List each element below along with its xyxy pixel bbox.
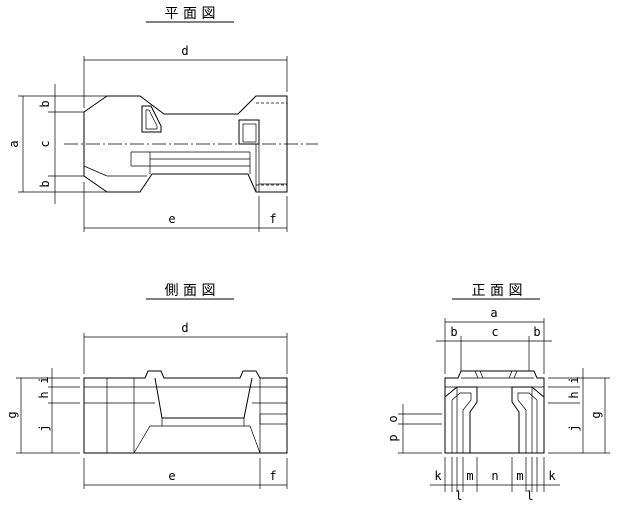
- plan-view: 平 面 図 d: [7, 6, 318, 232]
- plan-dim-b-bottom: b: [38, 180, 52, 187]
- plan-dim-b-top: b: [38, 100, 52, 107]
- front-dim-k-right: k: [548, 469, 556, 483]
- front-dim-n: n: [491, 469, 498, 483]
- front-outline: [444, 370, 545, 454]
- plan-dim-f: f: [269, 212, 276, 226]
- front-dim-h: h: [567, 391, 581, 398]
- front-dim-c: c: [491, 325, 498, 339]
- front-dim-b-right: b: [533, 325, 540, 339]
- front-view-title: 正 面 図: [472, 283, 523, 299]
- front-dim-k-left: k: [434, 469, 442, 483]
- front-dim-a: a: [490, 306, 497, 320]
- plan-dim-a: a: [7, 140, 21, 147]
- side-outline: [83, 370, 288, 454]
- front-dim-l-left: l: [455, 489, 462, 503]
- side-dim-i: i: [37, 376, 51, 383]
- side-dim-h: h: [37, 391, 51, 398]
- side-dim-d: d: [181, 321, 188, 335]
- side-dim-e: e: [168, 469, 175, 483]
- side-dim-f: f: [269, 469, 276, 483]
- plan-dim-d: d: [181, 44, 188, 58]
- front-dim-o: o: [386, 415, 400, 422]
- front-dim-l-right: l: [526, 489, 533, 503]
- front-dim-m-left: m: [466, 469, 473, 483]
- plan-view-title: 平 面 図: [165, 6, 216, 22]
- side-dim-g: g: [5, 411, 19, 418]
- side-view: 側 面 図 d e f g i h j: [5, 283, 288, 489]
- plan-dim-c: c: [38, 140, 52, 147]
- front-view: 正 面 図 a b c b: [386, 283, 610, 503]
- plan-outline: [83, 95, 288, 193]
- front-dim-g: g: [589, 411, 603, 418]
- side-dim-j: j: [37, 424, 51, 431]
- front-dim-j: j: [567, 424, 581, 431]
- plan-dim-e: e: [168, 212, 175, 226]
- front-dim-b-left: b: [450, 325, 457, 339]
- front-dim-m-right: m: [516, 469, 523, 483]
- front-dim-i: i: [567, 376, 581, 383]
- side-view-title: 側 面 図: [165, 283, 216, 299]
- front-dim-p: p: [386, 434, 400, 441]
